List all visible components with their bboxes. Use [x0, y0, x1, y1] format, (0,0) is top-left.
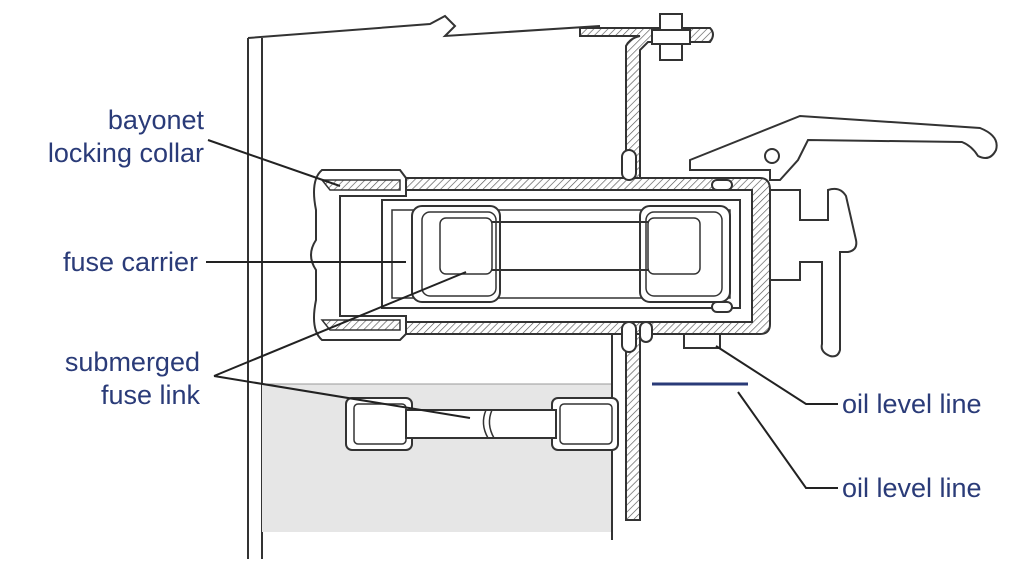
label-bayonet-line1: bayonet [107, 105, 204, 135]
label-bayonet-locking-collar: bayonet locking collar [6, 104, 204, 170]
bayonet-collar [310, 169, 407, 341]
seals [621, 149, 733, 353]
label-fuse-carrier: fuse carrier [62, 247, 198, 277]
submerged-fuse-link [345, 397, 619, 451]
label-oil-level-line-1: oil level line [842, 389, 982, 419]
label-submerged-line1: submerged [64, 347, 200, 377]
label-oil-level-line-2: oil level line [842, 473, 982, 503]
label-submerged-fuse-link: submerged fuse link [6, 346, 200, 412]
label-bayonet-line2: locking collar [47, 138, 204, 168]
handle-assembly [683, 114, 998, 358]
leader-lines [206, 139, 838, 489]
fuse-carrier [381, 199, 741, 309]
sleeve-wall-lower [611, 329, 641, 540]
label-submerged-line2: fuse link [100, 380, 200, 410]
top-flange [579, 13, 714, 181]
